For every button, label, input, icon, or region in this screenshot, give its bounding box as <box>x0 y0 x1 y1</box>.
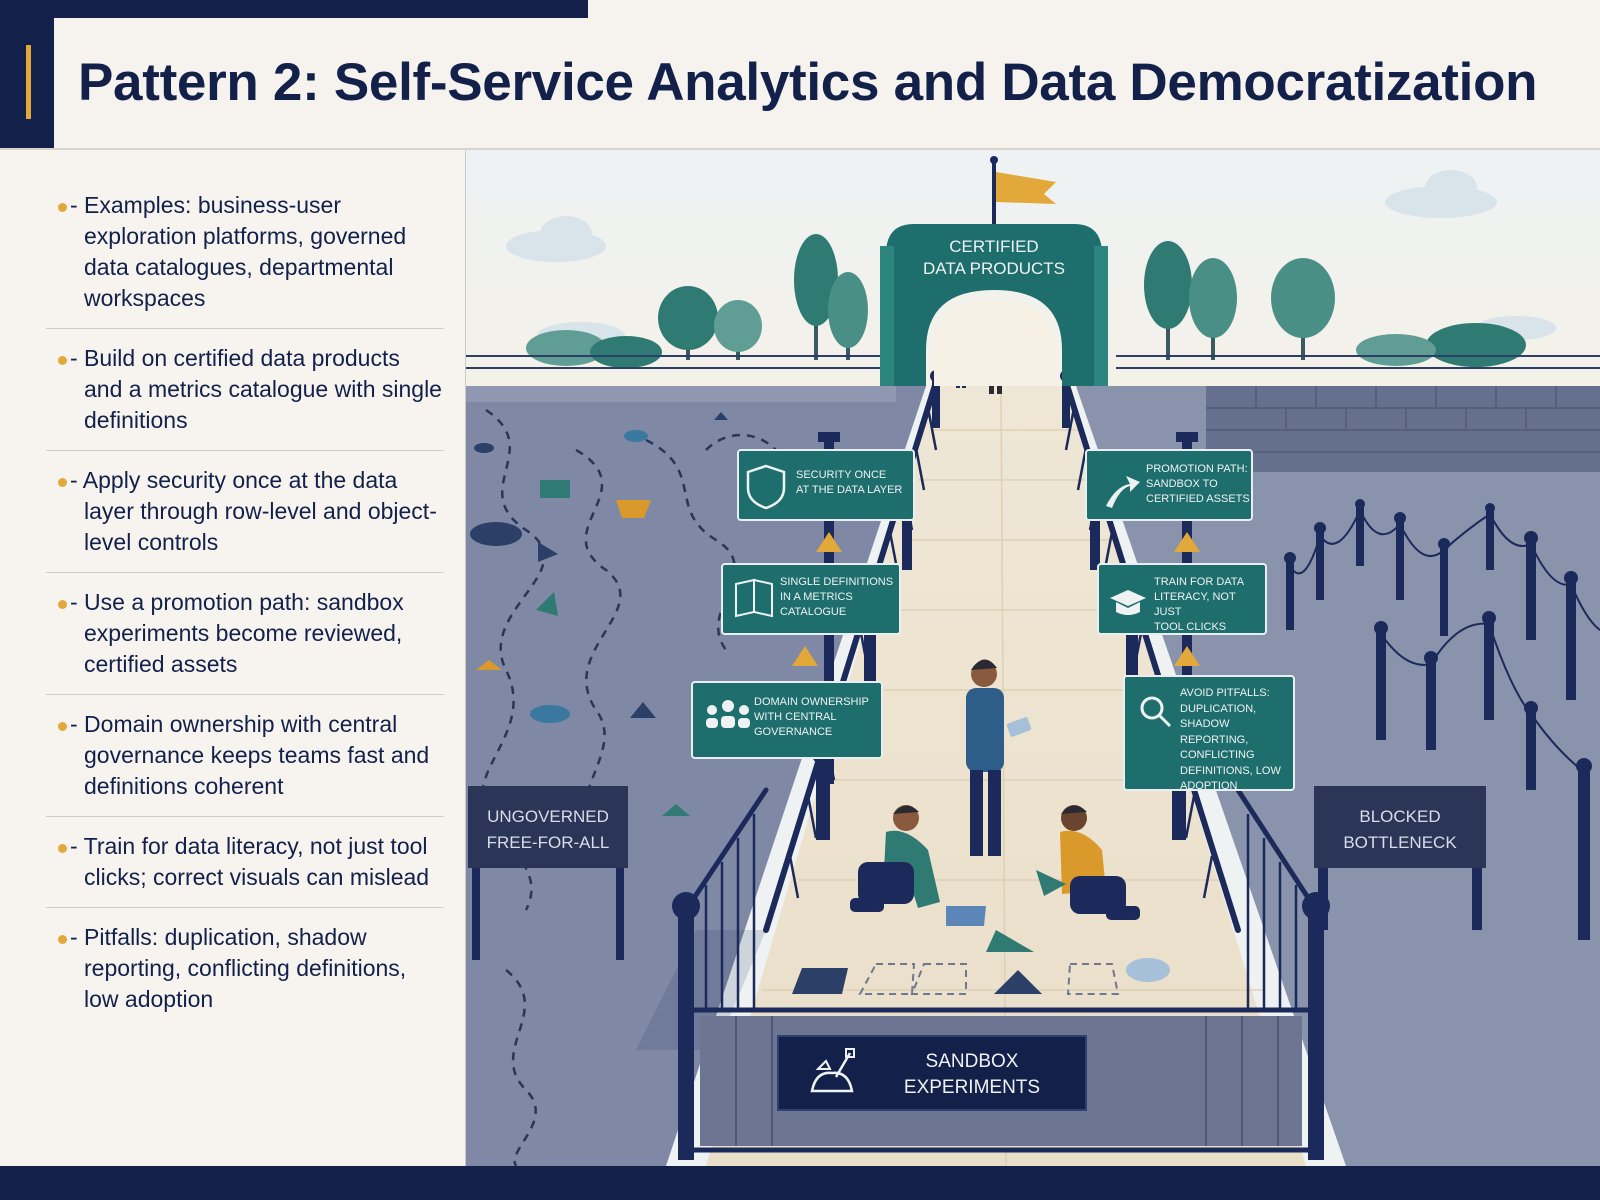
bullet-dot-icon <box>58 935 67 944</box>
ungoverned-sign <box>468 786 628 960</box>
bottom-bar <box>0 1166 1600 1200</box>
left-signposts <box>691 432 915 784</box>
sandbox-enclosure <box>636 787 1330 1160</box>
magnifier-icon <box>1140 696 1172 728</box>
bullet-dot-icon <box>58 478 67 487</box>
list-item: - Use a promotion path: sandbox experime… <box>46 573 444 695</box>
zone-label-line: BOTTLENECK <box>1343 833 1457 852</box>
right-zone-label: BLOCKED BOTTLENECK <box>1314 804 1486 856</box>
path-arrow-icon <box>1106 476 1140 508</box>
sandbox-label-line: SANDBOX <box>925 1051 1019 1072</box>
sign-line: CONFLICTING <box>1180 749 1255 761</box>
scattered-blocks <box>470 412 728 816</box>
bottleneck-sign <box>1314 786 1486 930</box>
certified-gate <box>880 156 1108 386</box>
bullet-text: - Train for data literacy, not just tool… <box>70 833 430 890</box>
distant-fence <box>466 355 1600 369</box>
flag-icon <box>996 172 1056 204</box>
sign-definitions: SINGLE DEFINITIONS IN A METRICS CATALOGU… <box>780 575 898 620</box>
bullet-text: - Build on certified data products and a… <box>70 345 442 433</box>
sign-line: AVOID PITFALLS: <box>1180 687 1270 699</box>
list-item: - Domain ownership with central governan… <box>46 695 444 817</box>
sandbox-label-line: EXPERIMENTS <box>903 1077 1041 1098</box>
sign-line: SHADOW REPORTING, <box>1180 718 1249 746</box>
top-rule <box>54 0 588 18</box>
sign-line: DOMAIN OWNERSHIP <box>754 696 869 708</box>
shield-icon <box>746 464 786 510</box>
sign-line: IN A METRICS <box>780 591 853 603</box>
bullet-text: - Pitfalls: duplication, shadow reportin… <box>70 924 407 1012</box>
sign-line: AT THE DATA LAYER <box>796 484 903 496</box>
gate-label-line: CERTIFIED <box>949 237 1039 256</box>
sign-line: DEFINITIONS, LOW <box>1180 764 1281 777</box>
list-item: - Examples: business-user exploration pl… <box>46 176 444 329</box>
sandbox-label-text: SANDBOX EXPERIMENTS <box>874 1049 1070 1101</box>
bullet-text: - Use a promotion path: sandbox experime… <box>70 589 404 677</box>
bullet-dot-icon <box>58 722 67 731</box>
sign-line: PROMOTION PATH: <box>1146 463 1248 475</box>
gate-label: CERTIFIED DATA PRODUCTS <box>906 236 1082 280</box>
people-icon <box>706 700 750 728</box>
title-accent <box>26 45 31 119</box>
bullet-text: - Apply security once at the data layer … <box>70 467 437 555</box>
bullet-dot-icon <box>58 844 67 853</box>
list-item: - Build on certified data products and a… <box>46 329 444 451</box>
sign-line: TRAIN FOR DATA <box>1154 576 1245 588</box>
bollards <box>1284 499 1600 940</box>
gate-label-line: DATA PRODUCTS <box>923 259 1065 278</box>
sign-literacy: TRAIN FOR DATA LITERACY, NOT JUST TOOL C… <box>1154 575 1264 635</box>
bullet-dot-icon <box>58 356 67 365</box>
text-panel <box>0 150 466 1166</box>
sign-promotion: PROMOTION PATH: SANDBOX TO CERTIFIED ASS… <box>1146 462 1250 507</box>
graduation-cap-icon <box>1110 590 1146 615</box>
page-title: Pattern 2: Self-Service Analytics and Da… <box>78 53 1538 112</box>
scene-svg <box>466 150 1600 1166</box>
bullet-dot-icon <box>58 600 67 609</box>
sign-line: CERTIFIED ASSETS <box>1146 493 1250 505</box>
sign-security: SECURITY ONCE AT THE DATA LAYER <box>796 468 912 498</box>
bullet-list: - Examples: business-user exploration pl… <box>46 176 444 1029</box>
sign-ownership: DOMAIN OWNERSHIP WITH CENTRAL GOVERNANCE <box>754 695 880 740</box>
sign-line: TOOL CLICKS <box>1154 621 1227 633</box>
sign-line: GOVERNANCE <box>754 726 833 738</box>
sign-line: DUPLICATION, <box>1180 702 1257 715</box>
bullet-text: - Domain ownership with central governan… <box>70 711 430 799</box>
sign-line: LITERACY, NOT JUST <box>1154 591 1236 618</box>
sign-line: SECURITY ONCE <box>796 469 887 481</box>
list-item: - Apply security once at the data layer … <box>46 451 444 573</box>
sign-line: WITH CENTRAL <box>754 711 837 723</box>
sign-line: SANDBOX TO <box>1146 478 1218 490</box>
right-signposts <box>1085 432 1295 791</box>
sign-line: ADOPTION <box>1180 780 1238 792</box>
list-item: - Train for data literacy, not just tool… <box>46 817 444 908</box>
sign-line: SINGLE DEFINITIONS <box>780 576 894 588</box>
sandbox-icon <box>806 1047 858 1099</box>
list-item: - Pitfalls: duplication, shadow reportin… <box>46 908 444 1029</box>
zone-label-line: UNGOVERNED <box>487 807 609 826</box>
bullet-dot-icon <box>58 203 67 212</box>
sandbox-tiles <box>792 906 1170 995</box>
illustration-scene: CERTIFIED DATA PRODUCTS SECURITY ONCE AT… <box>466 150 1600 1166</box>
zone-label-line: BLOCKED <box>1359 807 1441 826</box>
sign-pitfalls: AVOID PITFALLS: DUPLICATION, SHADOW REPO… <box>1180 686 1292 795</box>
sandbox-icon-svg <box>810 1048 855 1093</box>
title-divider <box>0 148 1600 150</box>
brick-wall <box>1206 386 1600 472</box>
book-icon <box>735 578 773 618</box>
left-zone-label: UNGOVERNED FREE-FOR-ALL <box>468 804 628 856</box>
bullet-text: - Examples: business-user exploration pl… <box>70 192 407 311</box>
zone-label-line: FREE-FOR-ALL <box>486 833 610 852</box>
sign-line: CATALOGUE <box>780 606 847 618</box>
